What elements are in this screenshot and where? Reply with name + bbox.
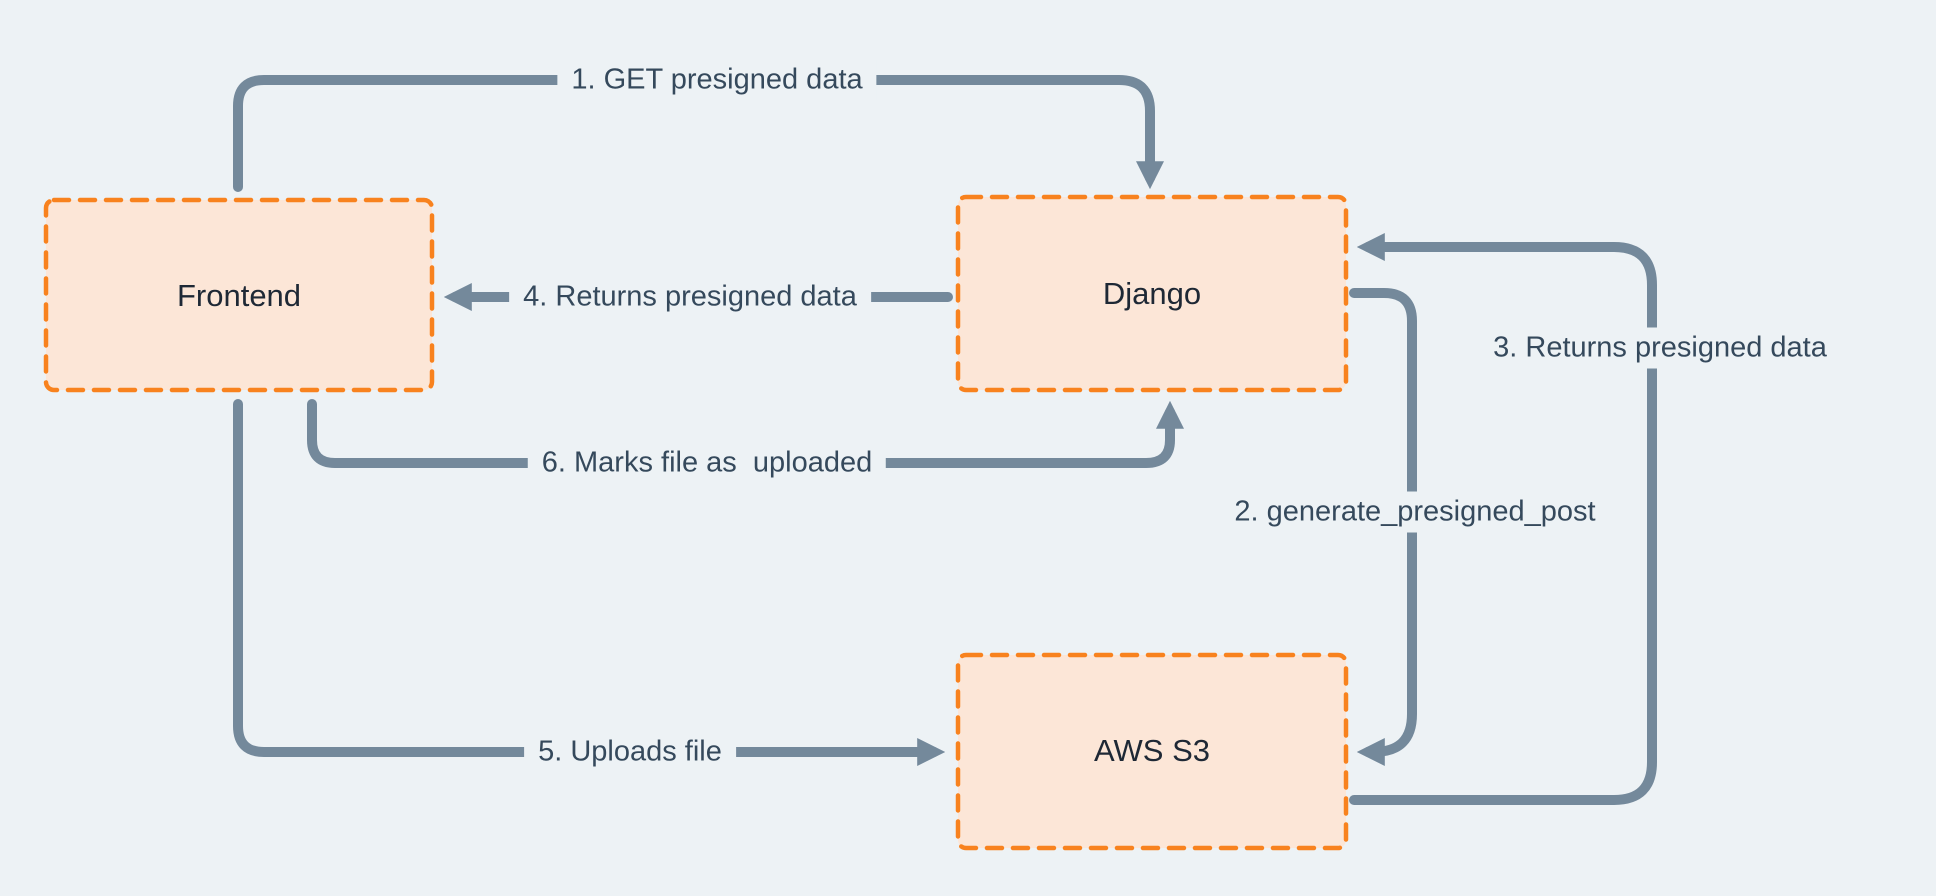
aws-s3-node-label: AWS S3 <box>1094 733 1210 768</box>
django-node-box <box>955 194 1349 393</box>
frontend-node-label: Frontend <box>176 278 302 313</box>
edge-2-generate-presigned-post-path <box>1349 288 1417 766</box>
edge-5-label: 5. Uploads file <box>524 731 736 773</box>
edge-3-label: 3. Returns presigned data <box>1479 327 1841 369</box>
edge-2-label: 2. generate_presigned_post <box>1220 491 1610 533</box>
aws-s3-node-box <box>955 652 1349 851</box>
edge-4-label: 4. Returns presigned data <box>509 276 871 318</box>
edge-5-uploads-file-path <box>233 399 946 766</box>
edge-6-label: 6. Marks file as uploaded <box>527 442 887 484</box>
frontend-node-box <box>43 197 435 393</box>
edge-1-label: 1. GET presigned data <box>557 59 877 101</box>
django-node-label: Django <box>1102 276 1202 311</box>
edge-3-returns-presigned-data-path <box>1349 233 1657 805</box>
